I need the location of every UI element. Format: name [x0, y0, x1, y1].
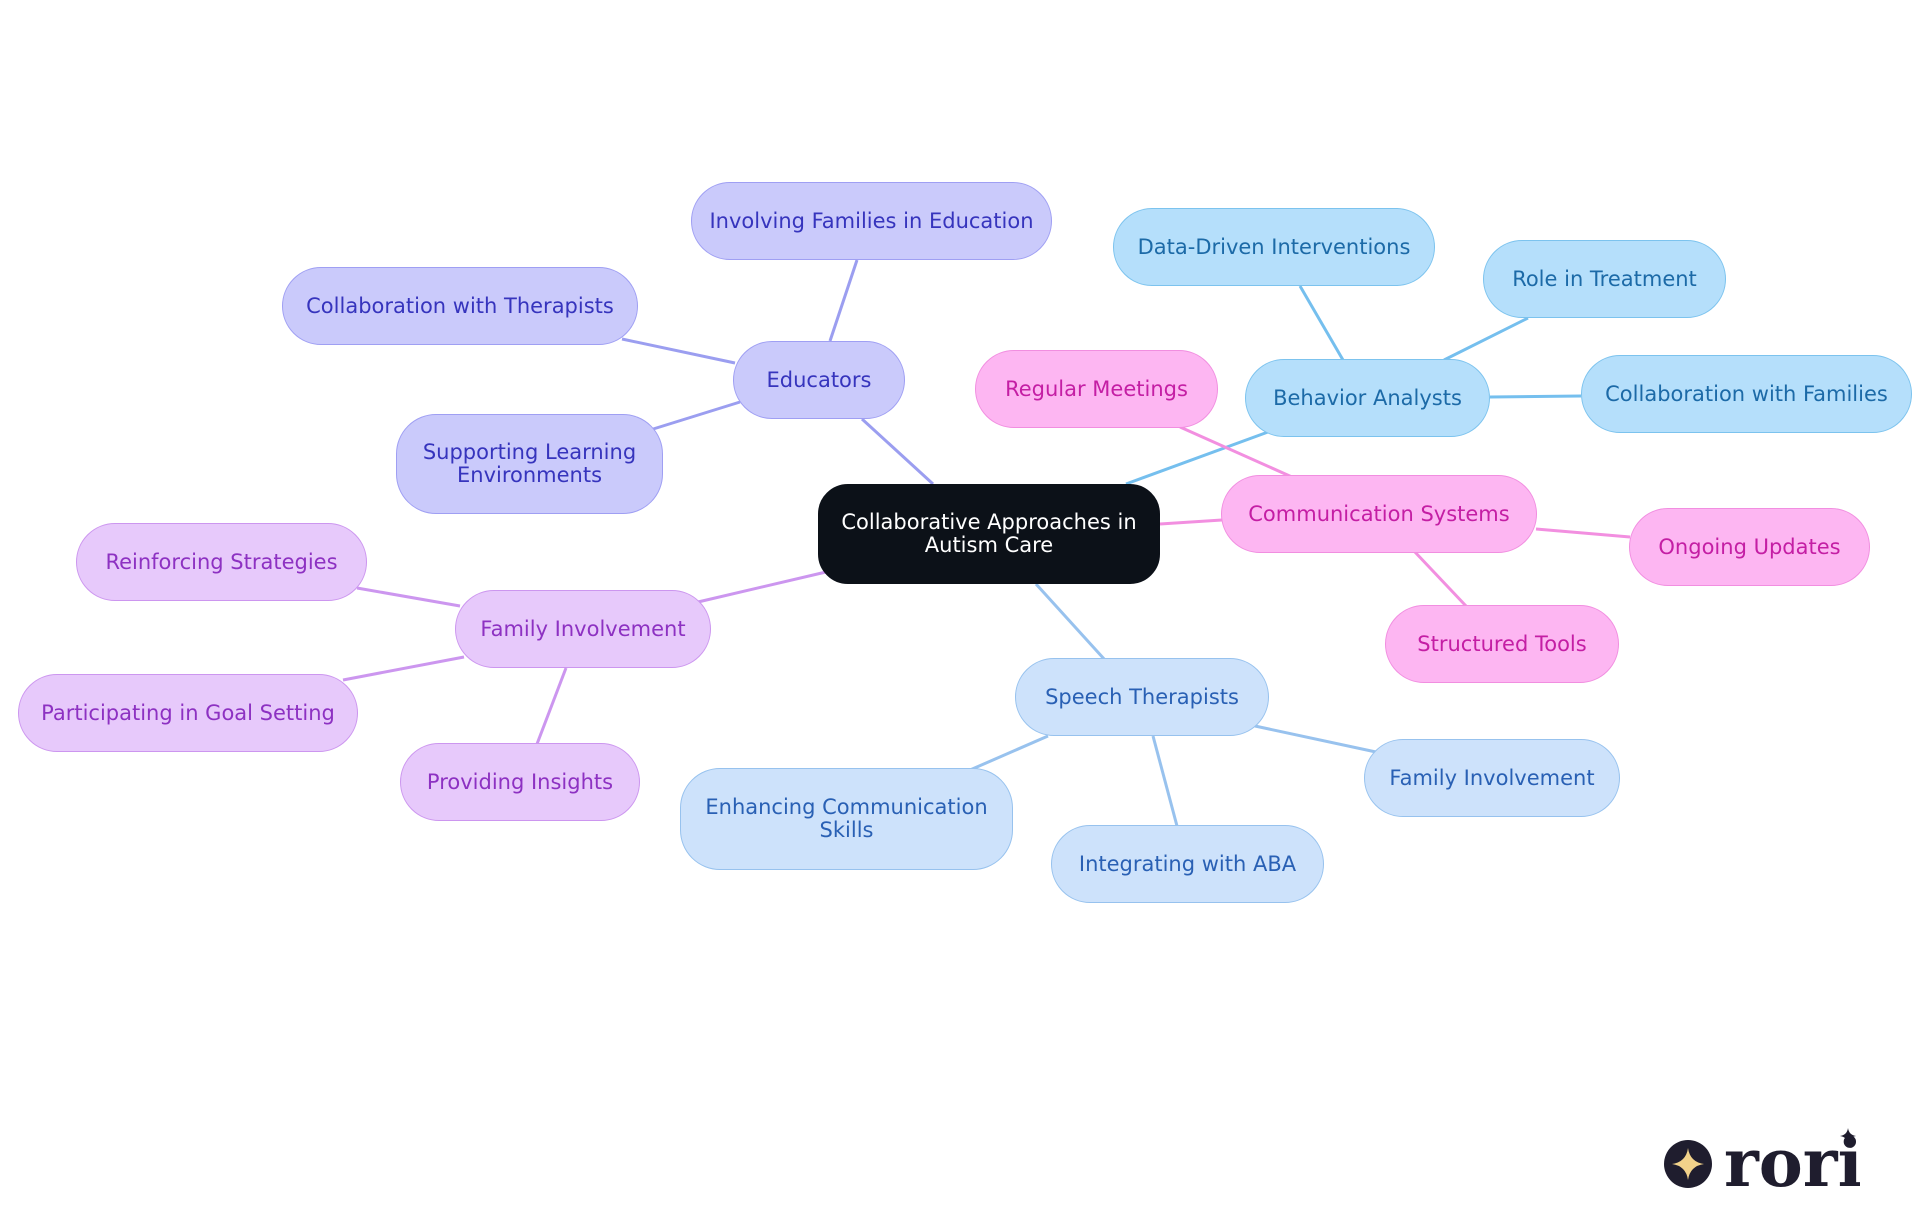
leaf-node-data-driven-interventions: Data-Driven Interventions	[1113, 208, 1435, 286]
leaf-node-reinforcing-strategies: Reinforcing Strategies	[76, 523, 367, 601]
sparkle-icon	[1672, 1148, 1704, 1180]
connector-ba-data-driven	[1298, 285, 1345, 361]
leaf-node-integrating-with-aba: Integrating with ABA	[1051, 825, 1324, 903]
leaf-node-ongoing-updates: Ongoing Updates	[1629, 508, 1870, 586]
connector-fi-goal-setting	[342, 655, 465, 682]
leaf-node-collaboration-with-families: Collaboration with Families	[1581, 355, 1912, 433]
rori-logo-mark: rori	[1664, 1124, 1863, 1202]
branch-node-speech-therapists: Speech Therapists	[1015, 658, 1269, 736]
connector-ba-role-in-treatment	[1443, 316, 1529, 362]
connector-cs-ongoing-updates	[1535, 527, 1631, 539]
leaf-node-collaboration-with-therapists: Collaboration with Therapists	[282, 267, 638, 345]
leaf-node-involving-families-in-education: Involving Families in Education	[691, 182, 1052, 260]
logo-star-icon	[1840, 1128, 1856, 1144]
connector-cs-structured-tools	[1412, 549, 1468, 608]
leaf-node-structured-tools: Structured Tools	[1385, 605, 1619, 683]
connector-fi-providing-insights	[535, 667, 568, 745]
branch-node-communication-systems: Communication Systems	[1221, 475, 1537, 553]
leaf-node-supporting-learning-environments: Supporting Learning Environments	[396, 414, 663, 514]
connector-root-family-involvement	[697, 570, 827, 604]
branch-node-behavior-analysts: Behavior Analysts	[1245, 359, 1490, 437]
leaf-node-participating-in-goal-setting: Participating in Goal Setting	[18, 674, 358, 752]
connector-educators-supporting-learning	[649, 400, 741, 432]
connector-root-educators	[860, 417, 935, 486]
connector-st-family-involvement	[1254, 724, 1377, 754]
logo-wordmark: rori	[1724, 1128, 1860, 1188]
leaf-node-enhancing-communication-skills: Enhancing Communication Skills	[680, 768, 1013, 870]
connector-root-behavior-analysts	[1125, 430, 1269, 486]
connector-root-communication-systems	[1159, 518, 1223, 526]
leaf-node-role-in-treatment: Role in Treatment	[1483, 240, 1726, 318]
leaf-node-regular-meetings: Regular Meetings	[975, 350, 1218, 428]
connector-educators-involving-families	[828, 259, 859, 342]
connector-ba-collaboration-families	[1489, 394, 1582, 399]
rori-logo: rori	[1660, 1124, 1863, 1202]
connector-st-enhancing-communication	[969, 734, 1049, 772]
connector-fi-reinforcing-strategies	[356, 586, 461, 608]
root-node: Collaborative Approaches in Autism Care	[818, 484, 1160, 584]
connector-educators-collaboration-therapists	[621, 337, 736, 365]
branch-node-family-involvement: Family Involvement	[455, 590, 711, 668]
connector-root-speech-therapists	[1034, 582, 1107, 662]
leaf-node-providing-insights: Providing Insights	[400, 743, 640, 821]
connector-cs-regular-meetings	[1179, 425, 1293, 479]
branch-node-educators: Educators	[733, 341, 905, 419]
connector-st-integrating-aba	[1151, 735, 1179, 827]
leaf-node-family-involvement: Family Involvement	[1364, 739, 1620, 817]
